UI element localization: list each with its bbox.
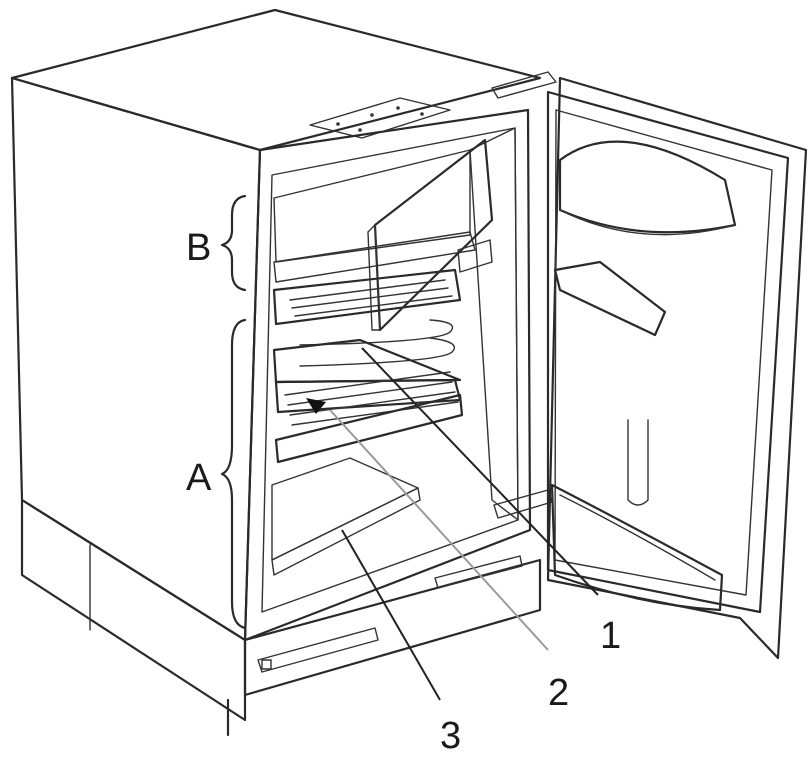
zone-label-a: A (186, 457, 212, 499)
leader-line-1 (361, 347, 599, 596)
cabinet (10, 8, 557, 737)
callout-label-1: 1 (600, 615, 621, 657)
callout-label-3: 3 (440, 715, 461, 757)
leader-line-2 (329, 409, 549, 651)
fridge-door (546, 76, 808, 660)
wire-shelf-lower (272, 338, 464, 464)
freezer-flap (367, 138, 494, 332)
zone-brace-b (220, 194, 247, 292)
zone-label-b: B (186, 227, 211, 269)
callout-label-2: 2 (548, 672, 569, 714)
zone-brace-a (220, 318, 247, 630)
inner-compartment (243, 108, 532, 642)
wire-shelf-upper (272, 268, 462, 367)
crisper-cover (271, 457, 421, 576)
leader-line-3 (341, 529, 441, 701)
